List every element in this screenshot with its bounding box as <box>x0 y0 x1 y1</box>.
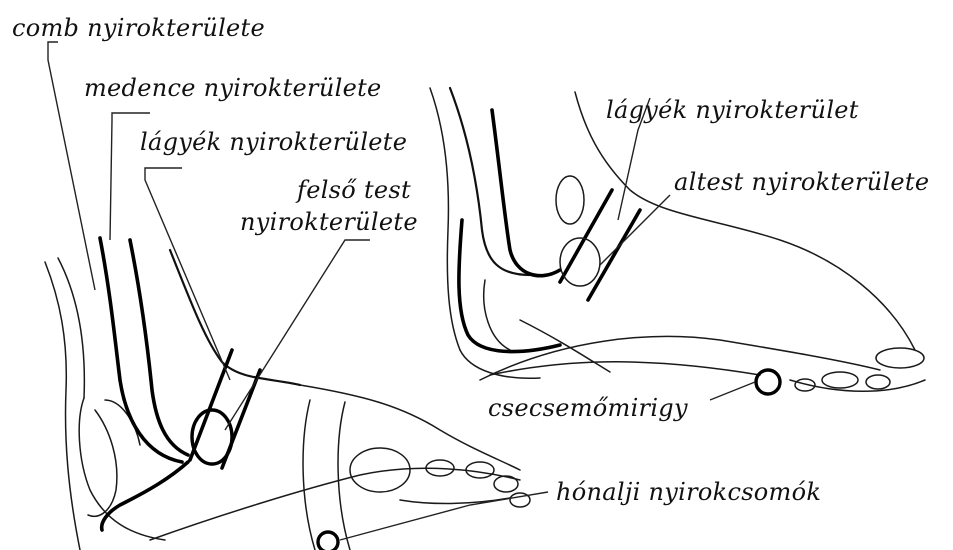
left-toe-4 <box>494 476 518 492</box>
left-ankle-band-a <box>190 350 232 460</box>
right-groin-band-b <box>588 210 640 300</box>
left-heel-bone <box>88 410 117 516</box>
right-sole-inner <box>490 362 760 375</box>
left-leg-inner-outline <box>58 258 84 398</box>
right-toe-2 <box>822 372 858 388</box>
right-toe-3 <box>866 375 890 389</box>
right-heel-bottom <box>460 350 540 378</box>
left-strap-2 <box>338 402 350 550</box>
left-big-toe-pad <box>350 448 410 492</box>
label-comb: comb nyirokterülete <box>12 14 265 42</box>
left-armpit-ring <box>318 532 338 550</box>
left-strap-1 <box>303 400 315 550</box>
right-foot-top-outline <box>575 92 915 350</box>
right-foot <box>430 88 925 394</box>
leader-honalji <box>340 492 548 540</box>
right-ankle-bone <box>556 176 584 224</box>
label-felso-test-line1: felső test <box>270 176 438 204</box>
label-lagyek-right: lágyék nyirokterület <box>606 96 859 124</box>
right-leg-back-outline <box>430 88 460 350</box>
right-sole-line <box>480 336 880 380</box>
leader-altest <box>600 195 670 265</box>
label-honalji: hónalji nyirokcsomók <box>556 478 821 506</box>
left-sole-line <box>150 468 520 540</box>
left-leg-back-outline <box>45 262 80 550</box>
leader-csecsemomirigy <box>710 382 755 400</box>
label-lagyek-left: lágyék nyirokterülete <box>140 128 407 156</box>
label-medence: medence nyirokterülete <box>84 74 382 102</box>
leader-lagyek-left <box>145 168 230 380</box>
right-big-toe <box>876 348 924 368</box>
label-altest: altest nyirokterülete <box>674 168 929 196</box>
right-pelvis-band <box>492 110 560 276</box>
right-leg-inner <box>450 88 530 275</box>
left-foot-top-outline <box>300 385 520 470</box>
left-heel-outline <box>79 398 165 540</box>
left-toe-3 <box>466 462 494 478</box>
left-leg-front-outline <box>170 250 300 385</box>
left-pelvis-band <box>100 238 182 462</box>
label-felso-test-line2: nyirokterülete <box>240 208 418 236</box>
right-groin-band-a <box>560 190 612 282</box>
right-thymus-ring <box>756 370 780 394</box>
label-csecsemomirigy: csecsemőmirigy <box>488 394 688 422</box>
right-heel-bone <box>484 280 510 350</box>
